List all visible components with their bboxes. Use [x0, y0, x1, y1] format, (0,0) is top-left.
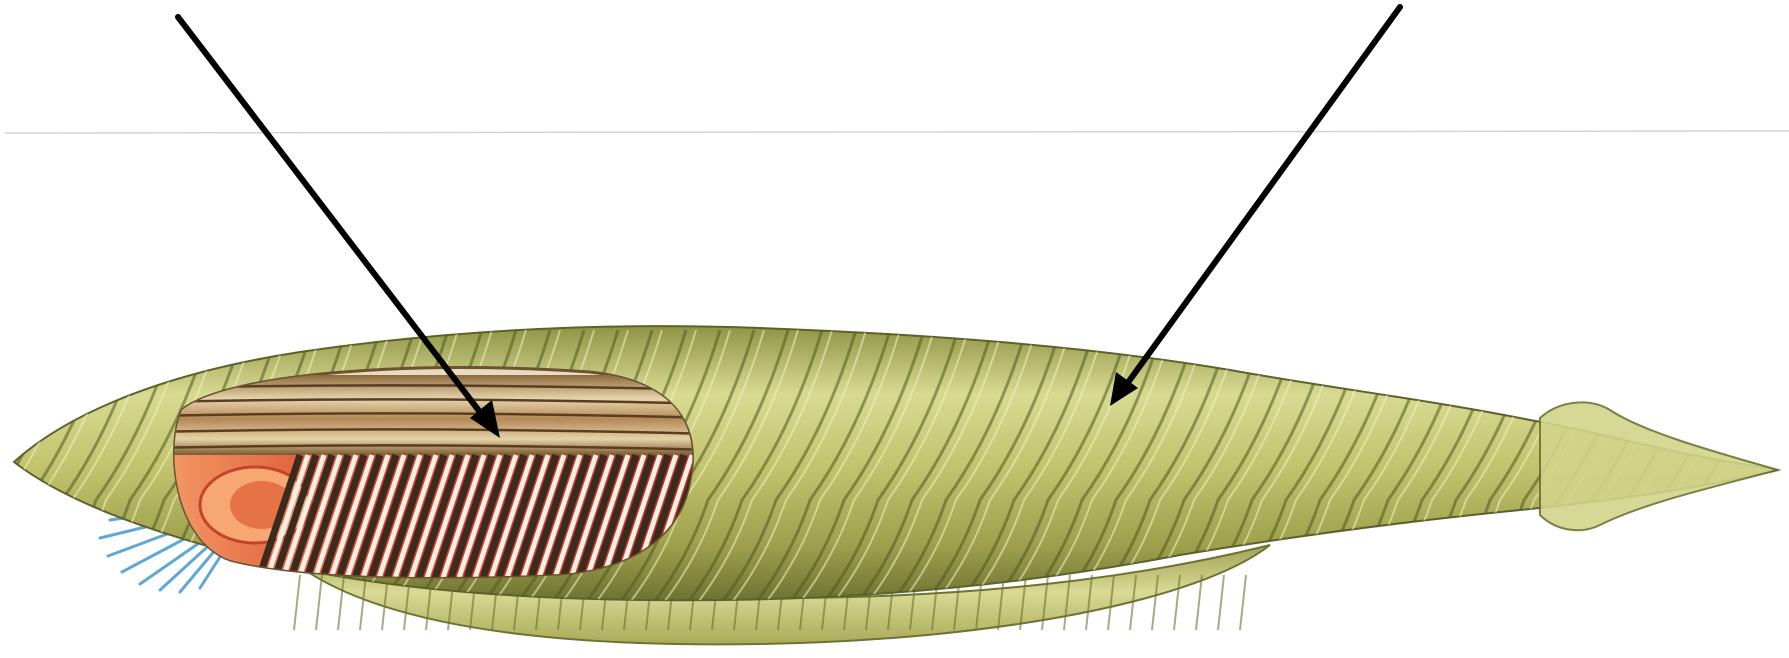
fold-stripe: [316, 575, 322, 630]
fold-stripe: [1240, 575, 1246, 630]
guide-line: [5, 131, 1789, 133]
arrow-myomeres: [1110, 7, 1400, 406]
fold-stripe: [1218, 575, 1224, 630]
caudal-fin: [1540, 402, 1778, 530]
fold-stripe: [294, 575, 300, 630]
